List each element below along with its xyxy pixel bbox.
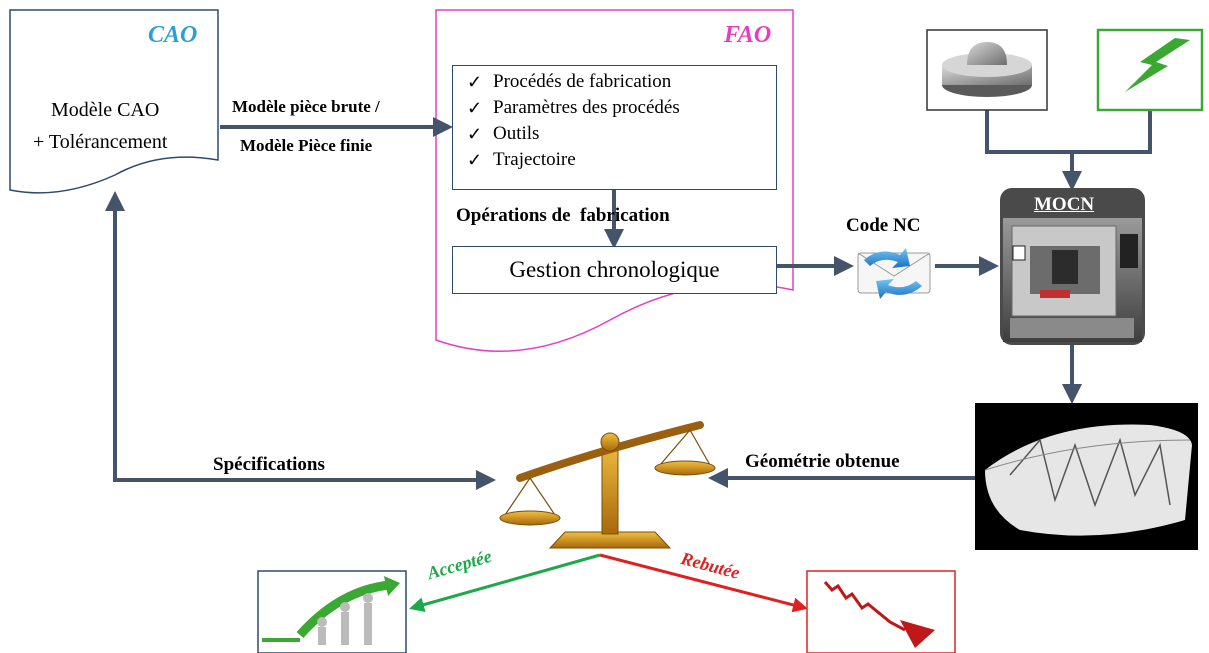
arrow-acceptee [409, 553, 601, 612]
checklist-item-label: Outils [493, 123, 540, 144]
cao-document-shape [9, 9, 219, 194]
growth-chart-icon [257, 570, 407, 653]
geometry-label: Géométrie obtenue [745, 451, 900, 472]
cao-title: CAO [148, 22, 198, 48]
checklist-item-label: Paramètres des procédés [493, 97, 680, 118]
mail-transfer-icon [857, 248, 931, 299]
checklist-item-label: Procédés de fabrication [493, 71, 672, 92]
energy-bolt-icon [1096, 28, 1204, 112]
cnc-machine-icon [1000, 188, 1145, 345]
cad-part-icon [926, 29, 1048, 111]
fao-checklist-box: ✓ Procédés de fabrication ✓ Paramètres d… [452, 65, 777, 190]
specifications-label: Spécifications [213, 454, 325, 475]
checklist-item: ✓ Outils [467, 121, 776, 147]
cao-tolerancing-label: + Tolérancement [33, 131, 168, 153]
arrow-rebutee [599, 553, 808, 613]
fao-title: FAO [724, 22, 772, 48]
check-icon: ✓ [467, 149, 483, 170]
decline-chart-icon [806, 570, 956, 653]
code-nc-label: Code NC [846, 215, 921, 236]
check-icon: ✓ [467, 71, 483, 92]
arrow-specifications-to-cao [105, 191, 490, 482]
gestion-label: Gestion chronologique [509, 257, 720, 282]
checklist-item: ✓ Paramètres des procédés [467, 95, 776, 121]
checklist-item: ✓ Procédés de fabrication [467, 69, 776, 95]
operations-label: Opérations de fabrication [456, 205, 670, 226]
checklist-item: ✓ Trajectoire [467, 147, 776, 173]
mocn-label: MOCN [1034, 194, 1095, 215]
machined-surface-icon [975, 403, 1198, 550]
balance-scale-icon [499, 421, 716, 549]
model-label-line2: Modèle Pièce finie [240, 136, 373, 155]
model-label-line1: Modèle pièce brute / [232, 97, 380, 116]
cao-model-label: Modèle CAO [51, 99, 160, 121]
connector-inputs [985, 110, 1152, 154]
gestion-box: Gestion chronologique [452, 246, 777, 294]
check-icon: ✓ [467, 97, 483, 118]
check-icon: ✓ [467, 123, 483, 144]
checklist-item-label: Trajectoire [493, 149, 576, 170]
